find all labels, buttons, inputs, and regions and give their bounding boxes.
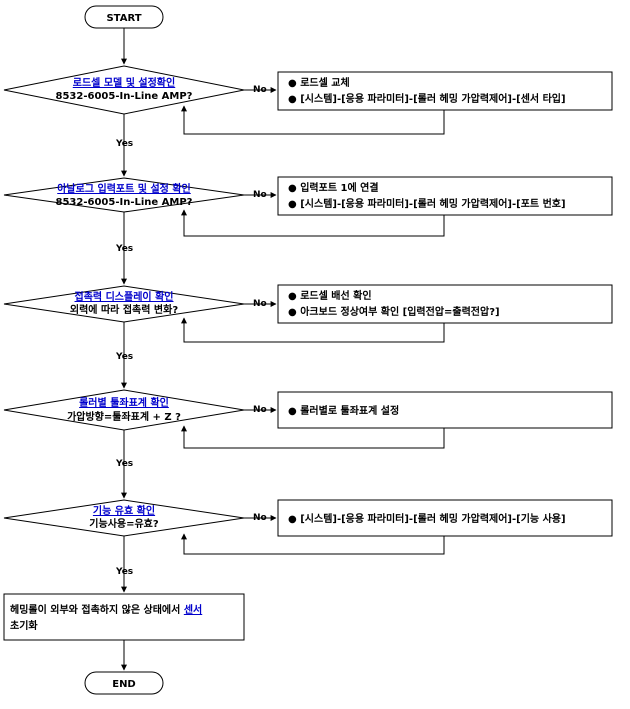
decision-1-title[interactable]: 로드셀 모델 및 설정확인 <box>73 76 175 89</box>
action-box-3 <box>277 284 613 324</box>
decision-2-condition: 8532-6005-In-Line AMP? <box>56 197 193 208</box>
action-5-bullet-1: ● [시스템]-[응용 파라미터]-[롤러 헤밍 가압력제어]-[기능 사용] <box>288 512 566 525</box>
yes-label-1: Yes <box>115 139 133 149</box>
decision-4-title[interactable]: 롤러별 툴좌표계 확인 <box>79 396 169 409</box>
decision-4-condition: 가압방향=툴좌표계 + Z ? <box>67 410 181 423</box>
loop-back-5 <box>181 533 445 555</box>
final-step-line-1: 헤밍롤이 외부와 접촉하지 않은 상태에서 센서 <box>10 603 202 616</box>
decision-5-condition: 기능사용=유효? <box>89 517 159 530</box>
loop-back-2 <box>181 209 445 237</box>
action-4-bullet-1: ● 롤러별로 툴좌표계 설정 <box>288 404 399 417</box>
decision-3-title[interactable]: 접촉력 디스플레이 확인 <box>75 290 174 303</box>
loop-back-4 <box>181 425 445 449</box>
yes-label-2: Yes <box>115 244 133 254</box>
action-box-2 <box>277 176 613 216</box>
no-label-3: No <box>253 299 267 309</box>
final-process-box <box>3 593 245 641</box>
action-box-4 <box>277 391 613 429</box>
no-label-2: No <box>253 190 267 200</box>
decision-5-title[interactable]: 기능 유효 확인 <box>93 504 155 517</box>
final-step-line-2[interactable]: 초기화 <box>10 619 38 632</box>
decision-2-title[interactable]: 아날로그 입력포트 및 설정 확인 <box>57 182 191 195</box>
yes-label-4: Yes <box>115 459 133 469</box>
action-3-bullet-1: ● 로드셀 배선 확인 <box>288 289 372 302</box>
action-1-bullet-1: ● 로드셀 교체 <box>288 76 350 89</box>
action-box-1 <box>277 71 613 111</box>
no-label-4: No <box>253 405 267 415</box>
decision-3-condition: 외력에 따라 접촉력 변화? <box>70 303 178 316</box>
end-terminator <box>84 671 164 695</box>
decision-4-diamond <box>3 389 245 431</box>
decision-1-diamond <box>3 65 245 115</box>
yes-label-5: Yes <box>115 567 133 577</box>
no-label-5: No <box>253 513 267 523</box>
sensor-link[interactable]: 센서 <box>184 603 202 616</box>
action-3-bullet-2: ● 아크보드 정상여부 확인 [입력전압=출력전압?] <box>288 305 500 318</box>
start-label: START <box>106 13 141 24</box>
loop-back-3 <box>181 317 445 343</box>
action-box-5 <box>277 499 613 537</box>
action-2-bullet-1: ● 입력포트 1에 연결 <box>288 181 379 194</box>
loop-back-1 <box>181 105 445 135</box>
no-label-1: No <box>253 85 267 95</box>
decision-1-condition: 8532-6005-In-Line AMP? <box>56 91 193 102</box>
action-2-bullet-2: ● [시스템]-[응용 파라미터]-[롤러 헤밍 가압력제어]-[포트 번호] <box>288 197 566 210</box>
end-label: END <box>112 679 136 690</box>
action-1-bullet-2: ● [시스템]-[응용 파라미터]-[롤러 헤밍 가압력제어]-[센서 타입] <box>288 92 566 105</box>
yes-label-3: Yes <box>115 352 133 362</box>
